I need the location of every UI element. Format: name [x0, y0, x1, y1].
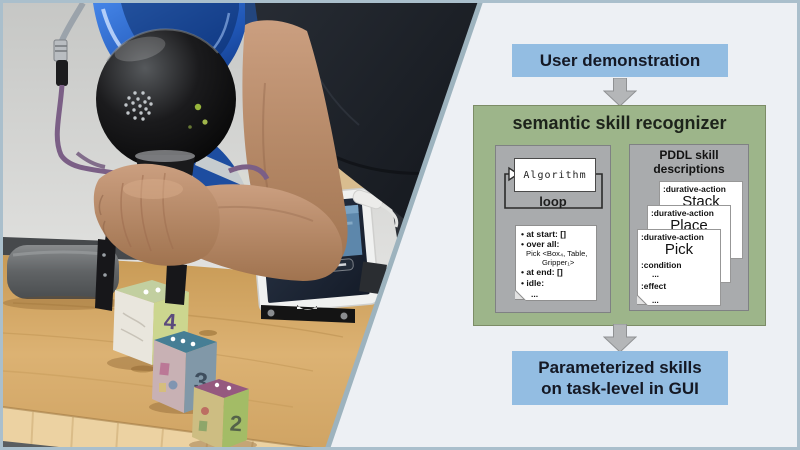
- tape-strap: [195, 153, 250, 187]
- algorithm-label: Algorithm: [523, 169, 587, 181]
- sensor-sphere: [96, 29, 236, 169]
- cube-4-number: 4: [163, 309, 178, 335]
- condition-label: :condition: [641, 259, 682, 270]
- cube-2: 2: [192, 379, 249, 450]
- pddl-title-line2: descriptions: [653, 161, 725, 176]
- green-led: [188, 125, 192, 129]
- note-idle: • idle:: [521, 277, 545, 288]
- loop-arrow-icon: [504, 166, 603, 209]
- condition-ellipsis: ...: [652, 268, 659, 279]
- effector-cable: [229, 167, 267, 179]
- result-label-line2: on task-level in GUI: [541, 379, 699, 398]
- speaker-dot-grid: [124, 91, 152, 120]
- note-at-end: • at end: []: [521, 267, 563, 278]
- skill-name-pick: Pick: [664, 241, 694, 258]
- sensor-cable: [54, 3, 125, 175]
- folded-corner-icon: [515, 289, 526, 301]
- pddl-title-line1: PDDL skill: [659, 148, 719, 162]
- durative-action-keyword: :durative-action: [651, 208, 714, 218]
- note-at-start: • at start: []: [521, 229, 567, 239]
- green-led: [195, 104, 201, 110]
- loop-label: loop: [539, 194, 567, 209]
- pddl-panel: PDDL skill descriptions :durative-action…: [629, 144, 749, 311]
- semantic-skill-recognizer-box: semantic skill recognizer Algorithm loop…: [473, 105, 766, 326]
- pddl-card-pick: :durative-action Pick :condition ... :ef…: [637, 229, 721, 306]
- result-label-line1: Parameterized skills: [538, 357, 702, 377]
- cube-2-number: 2: [229, 411, 243, 437]
- down-arrow-icon: [603, 78, 637, 106]
- note-pick-params: Pick <Box₄, Table,: [526, 248, 588, 258]
- note-ellipsis: ...: [531, 289, 539, 299]
- note-over-all: • over all:: [521, 239, 560, 250]
- person-hand: [94, 164, 220, 266]
- parameterized-skills-box: Parameterized skills on task-level in GU…: [512, 351, 728, 405]
- annotation-card: • at start: [] • over all: Pick <Box₄, T…: [515, 225, 597, 301]
- folded-corner-icon: [637, 294, 648, 306]
- durative-action-keyword: :durative-action: [641, 232, 704, 242]
- user-demonstration-label: User demonstration: [539, 50, 701, 70]
- user-demonstration-box: User demonstration: [512, 44, 728, 77]
- durative-action-keyword: :durative-action: [663, 184, 726, 194]
- note-pick-params-2: Gripper₁>: [542, 257, 575, 267]
- effect-label: :effect: [641, 280, 667, 291]
- down-arrow-icon: [603, 324, 637, 352]
- recognizer-title: semantic skill recognizer: [512, 113, 727, 133]
- effect-ellipsis: ...: [652, 296, 659, 305]
- algorithm-panel: Algorithm loop • at start: [] • over all…: [495, 145, 611, 313]
- green-led: [202, 119, 207, 124]
- algorithm-box: Algorithm: [514, 158, 596, 192]
